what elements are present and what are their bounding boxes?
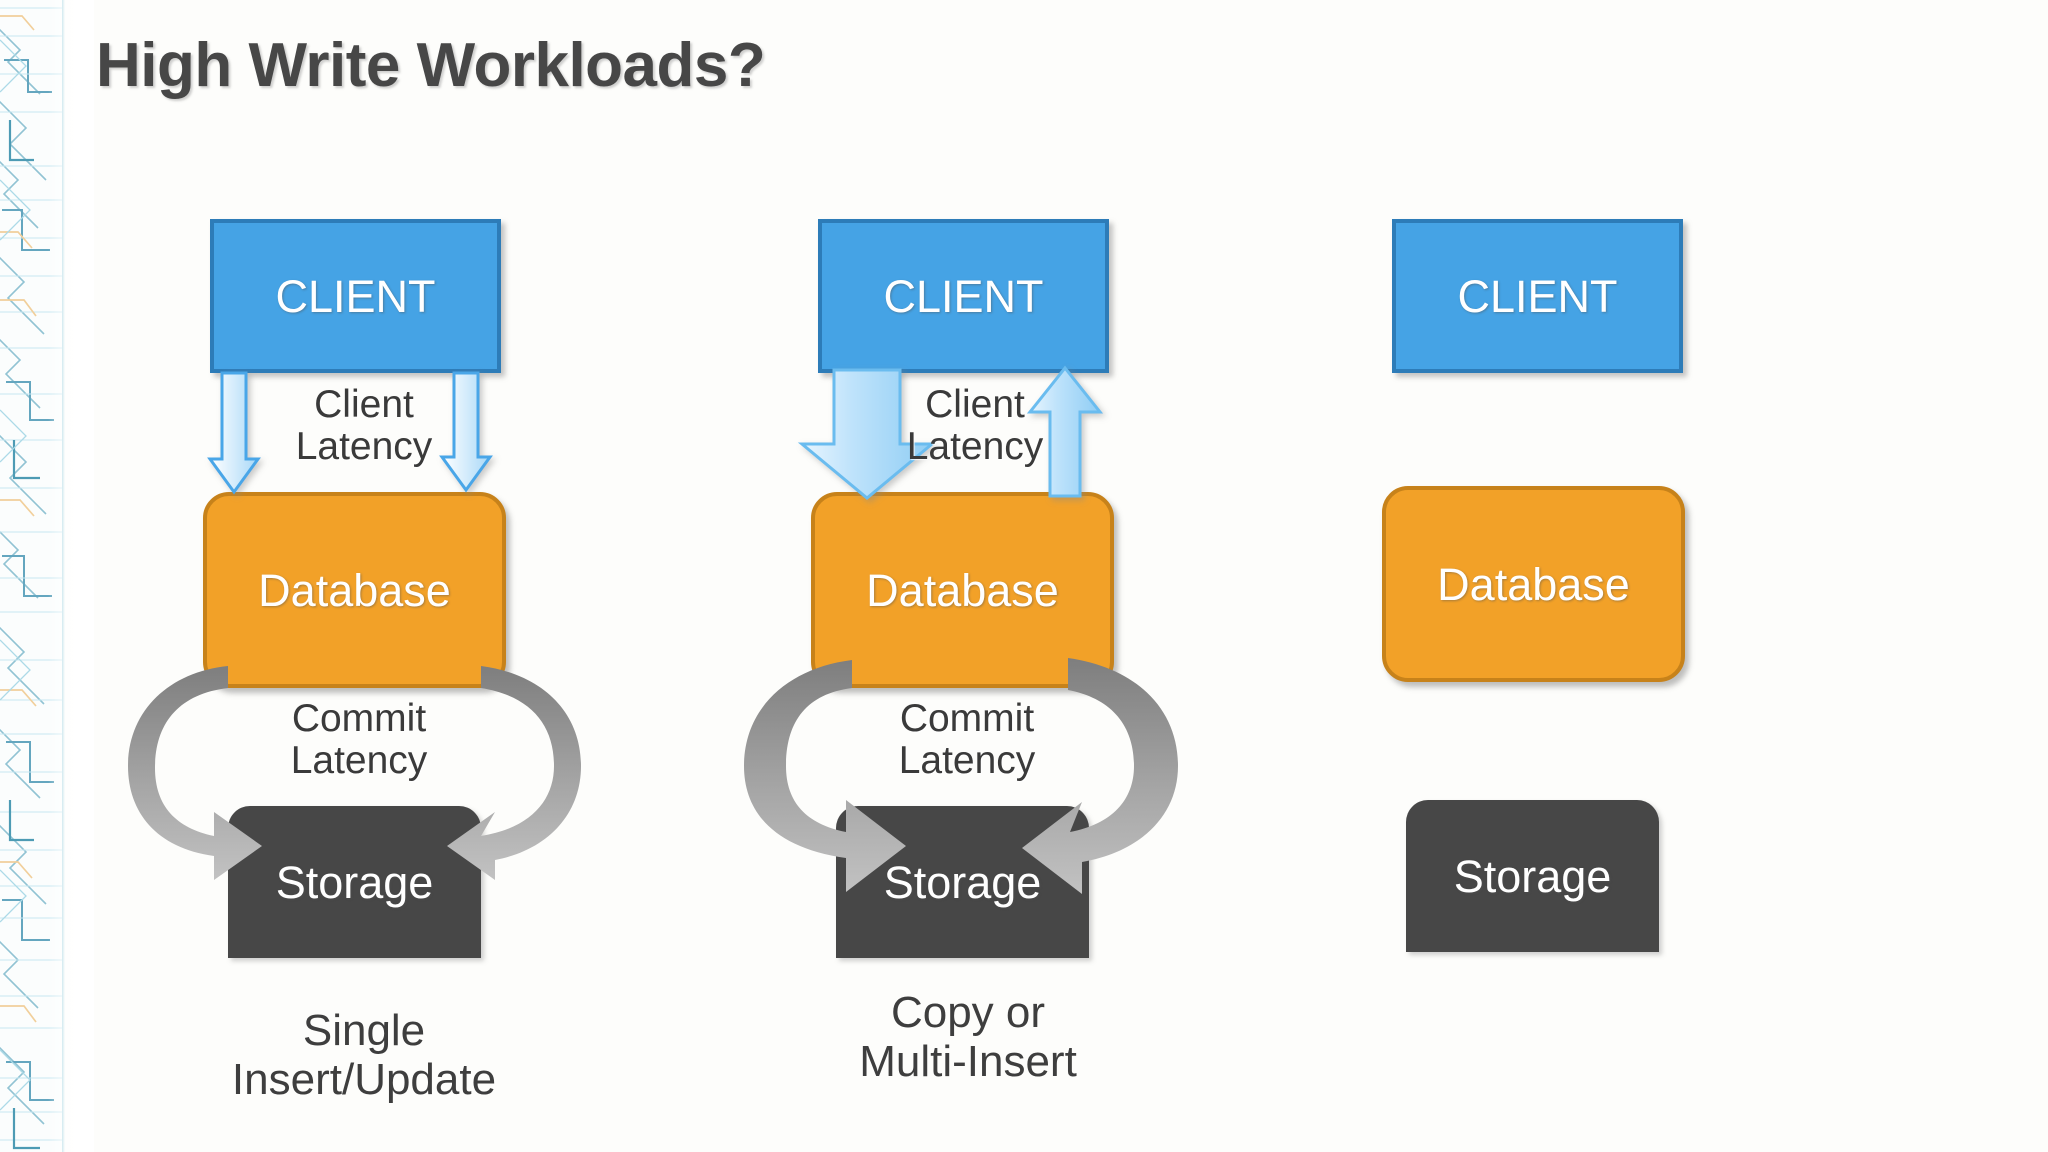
client-box-col3[interactable]: CLIENT [1392, 219, 1683, 373]
client-box-col1[interactable]: CLIENT [210, 219, 501, 373]
database-box-col3[interactable]: Database [1382, 486, 1685, 682]
client-box-col2[interactable]: CLIENT [818, 219, 1109, 373]
storage-box-col1[interactable]: Storage [228, 806, 481, 958]
edge-hairline [62, 0, 65, 1152]
page-title: High Write Workloads? [96, 31, 766, 100]
client-latency-label-col1: Client Latency [295, 383, 433, 468]
commit-latency-label-col2: Commit Latency [898, 697, 1036, 782]
database-box-col2[interactable]: Database [811, 492, 1114, 688]
client-box-label-col1: CLIENT [275, 270, 436, 322]
database-box-col1[interactable]: Database [203, 492, 506, 688]
storage-box-col2[interactable]: Storage [836, 806, 1089, 958]
database-box-label-col3: Database [1437, 558, 1630, 610]
database-box-label-col1: Database [258, 564, 451, 616]
caption-col2: Copy or Multi-Insert [859, 988, 1077, 1087]
commit-latency-label-col1: Commit Latency [290, 697, 428, 782]
caption-col1: Single Insert/Update [231, 1006, 497, 1105]
storage-box-label-col2: Storage [883, 856, 1042, 908]
client-latency-label-col2: Client Latency [906, 383, 1044, 468]
database-box-label-col2: Database [866, 564, 1059, 616]
client-box-label-col3: CLIENT [1457, 270, 1618, 322]
storage-box-col3[interactable]: Storage [1406, 800, 1659, 952]
storage-box-label-col1: Storage [275, 856, 434, 908]
client-box-label-col2: CLIENT [883, 270, 1044, 322]
edge-fade-overlay [48, 0, 94, 1152]
storage-box-label-col3: Storage [1453, 850, 1612, 902]
